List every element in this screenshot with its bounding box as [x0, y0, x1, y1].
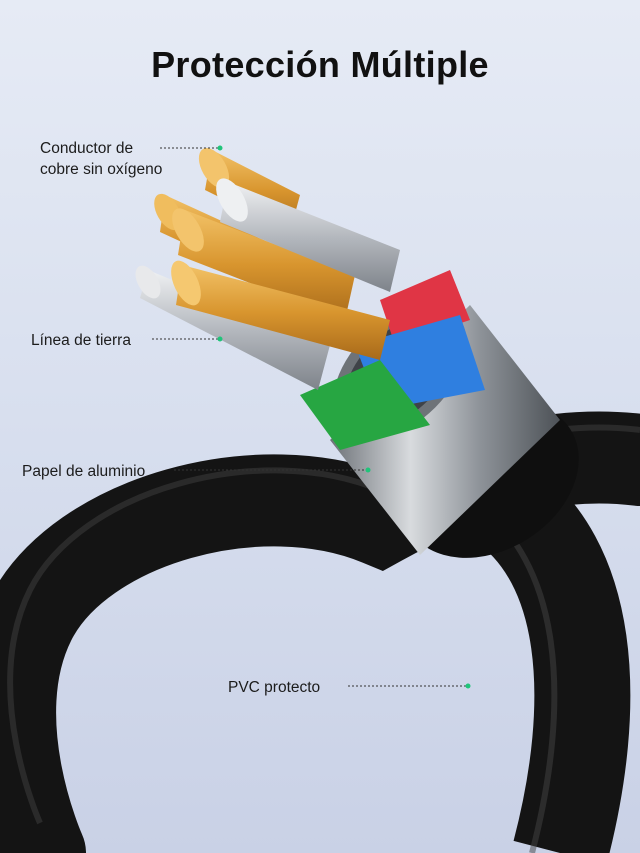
- callout-leaders: [152, 145, 471, 689]
- conductor-dot: [217, 145, 223, 151]
- label-tierra: Línea de tierra: [31, 332, 131, 349]
- aluminio-dot: [365, 467, 371, 473]
- tierra-dot: [217, 336, 223, 342]
- page-title: Protección Múltiple: [151, 44, 489, 85]
- label-pvc: PVC protecto: [228, 679, 321, 696]
- pvc-dot: [465, 683, 471, 689]
- pvc-jacket: [0, 402, 640, 853]
- label-aluminio: Papel de aluminio: [22, 463, 146, 480]
- insulated-wires: [300, 270, 485, 450]
- conductor-strands: [135, 148, 400, 390]
- label-conductor-line1: Conductor de: [40, 140, 134, 157]
- label-conductor: Conductor de cobre sin oxígeno: [40, 138, 210, 180]
- label-conductor-line2: cobre sin oxígeno: [40, 161, 163, 178]
